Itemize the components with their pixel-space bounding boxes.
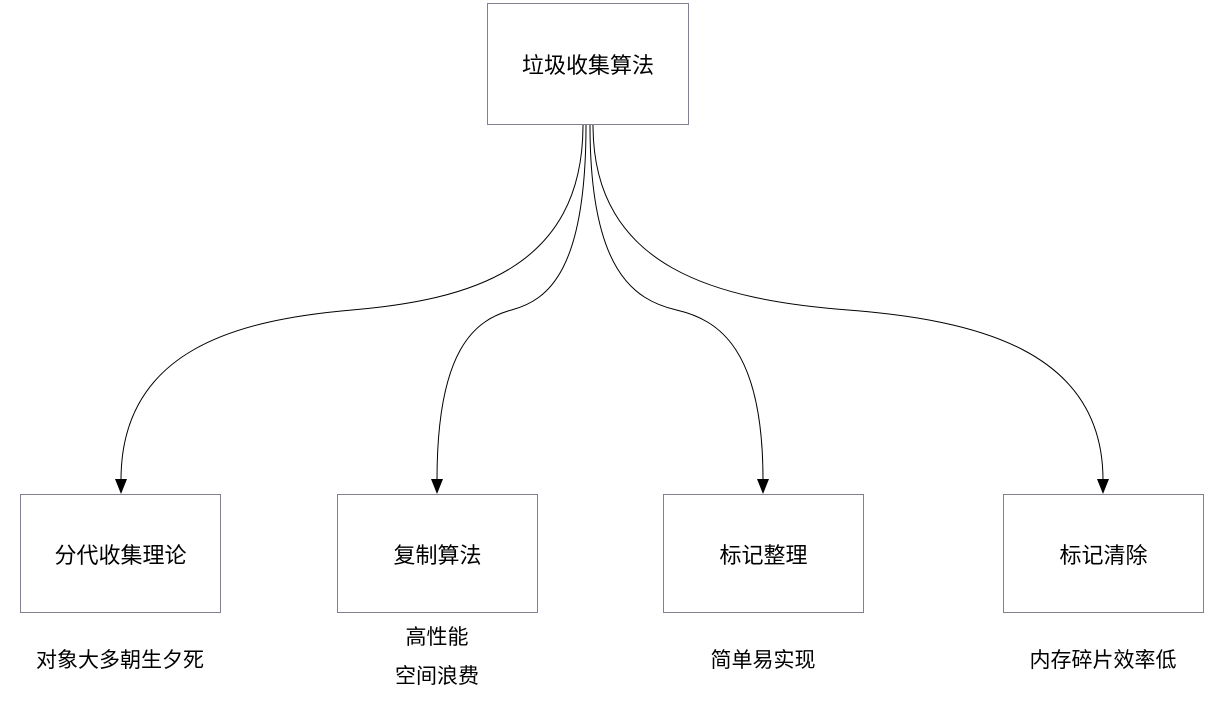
node-copying[interactable]: 复制算法	[337, 494, 538, 613]
caption-mark-compact: 简单易实现	[711, 641, 816, 680]
caption-mark-sweep: 内存碎片效率低	[1030, 641, 1177, 680]
node-mark-sweep[interactable]: 标记清除	[1003, 494, 1204, 613]
node-mark-compact[interactable]: 标记整理	[663, 494, 864, 613]
caption-line: 高性能	[405, 625, 469, 649]
edge-to-generational	[120, 124, 584, 481]
caption-line: 对象大多朝生夕死	[36, 648, 204, 672]
node-label: 分代收集理论	[54, 543, 187, 569]
root-node-label: 垃圾收集算法	[521, 54, 654, 79]
caption-line: 空间浪费	[395, 664, 479, 688]
node-label: 标记清除	[1059, 543, 1148, 569]
edge-to-mark-compact	[589, 124, 764, 481]
node-label: 复制算法	[393, 543, 482, 569]
edge-to-copying	[436, 124, 587, 481]
root-node-gc-algorithms[interactable]: 垃圾收集算法	[487, 3, 689, 125]
caption-line: 简单易实现	[710, 648, 816, 672]
node-generational-collection[interactable]: 分代收集理论	[20, 494, 221, 613]
edge-to-mark-sweep	[592, 124, 1104, 481]
node-label: 标记整理	[719, 543, 808, 569]
arrowhead-icon	[1097, 479, 1109, 494]
arrowhead-icon	[115, 479, 127, 494]
caption-generational: 对象大多朝生夕死	[36, 641, 204, 680]
caption-line: 内存碎片效率低	[1029, 648, 1177, 672]
arrowhead-icon	[757, 479, 769, 494]
caption-copying: 高性能 空间浪费	[395, 618, 479, 696]
arrowhead-icon	[431, 479, 443, 494]
